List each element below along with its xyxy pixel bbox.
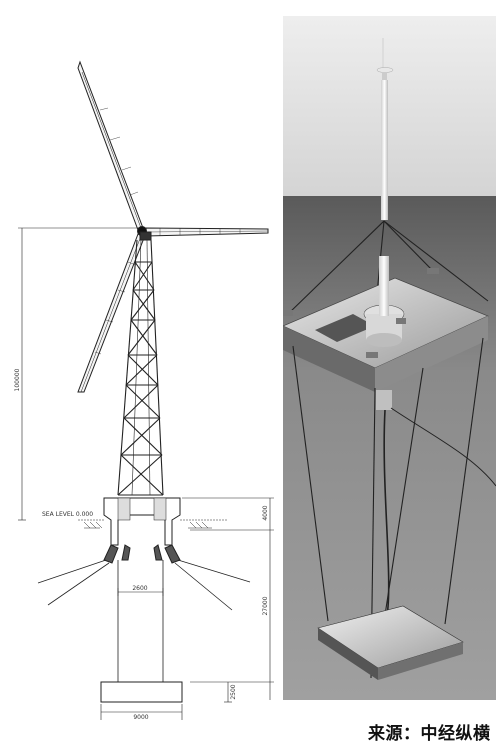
export-cable [390,407,496,487]
sea-level-label: SEA LEVEL 0.000 [42,511,93,518]
turbine-mast [376,38,394,220]
nacelle [139,231,152,241]
dimension-lines [18,227,274,720]
lattice-tower [117,239,164,496]
turbine-blades [77,60,269,393]
pile-cap [103,497,181,564]
sub-column [376,390,392,410]
pile-cap-height-label: 4000 [262,505,269,520]
wind-turbine-elevation-drawing: 100000 SEA LEVEL 0.000 4000 2600 27000 2… [14,60,274,721]
drawing-canvas: 100000 SEA LEVEL 0.000 4000 2600 27000 2… [14,60,274,721]
seabed-hatching [78,519,228,529]
floating-platform-render [283,16,496,700]
sky-background [283,16,496,196]
inclined-piles [37,559,251,611]
column-width-label: 2600 [132,585,147,592]
base-width-label: 9000 [133,714,148,721]
central-column [117,560,164,682]
anchor-plate [317,605,464,680]
water-depth-label: 27000 [262,596,269,615]
source-watermark: 来源：中经纵横 [366,722,500,746]
render-canvas [283,16,496,700]
tower-height-label: 100000 [14,368,21,391]
base-thickness-label: 2500 [230,684,237,699]
floating-deck [283,256,489,392]
foundation-base [100,681,183,703]
